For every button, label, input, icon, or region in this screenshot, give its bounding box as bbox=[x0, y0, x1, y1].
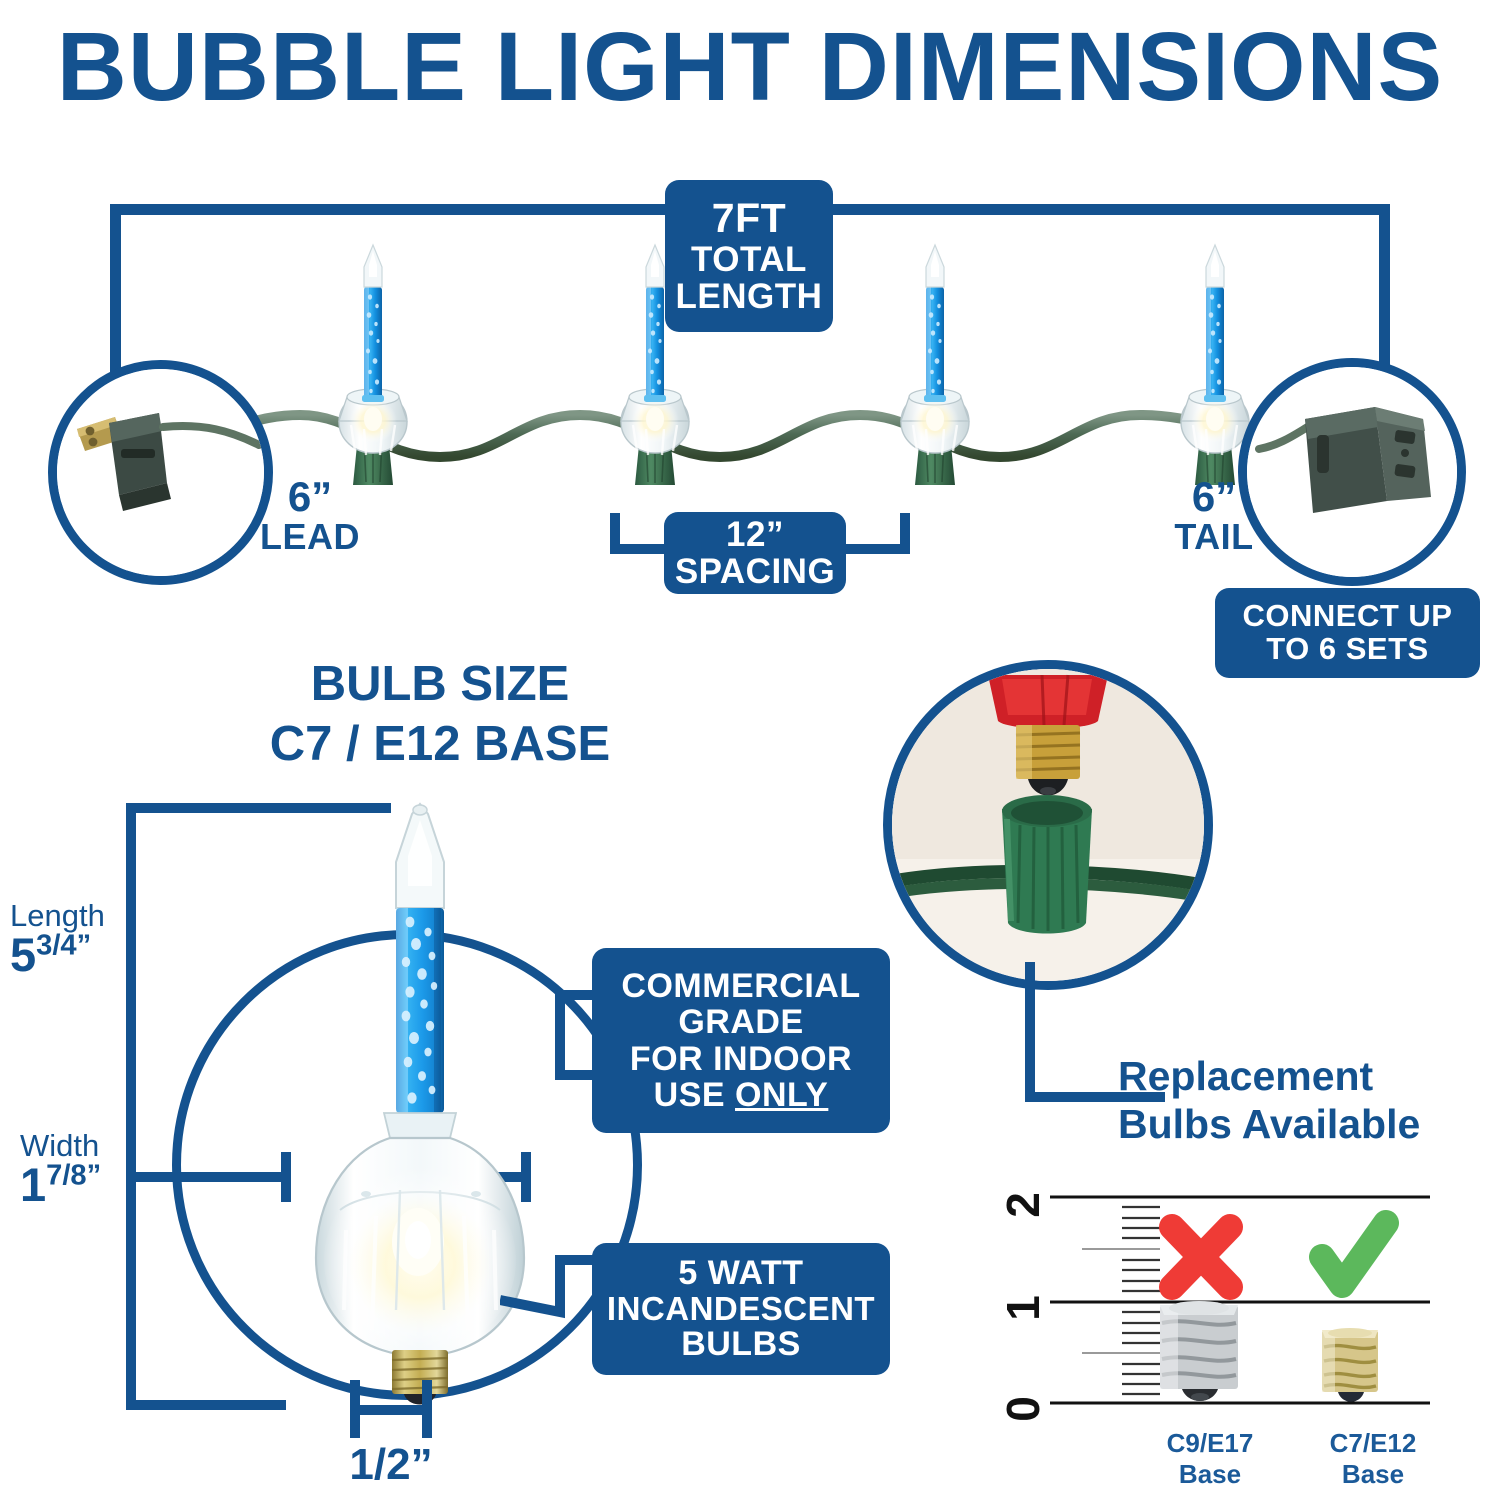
ruler-tick-0: 0 bbox=[997, 1396, 1049, 1422]
commercial-only-emphasis: ONLY bbox=[735, 1075, 829, 1114]
commercial-grade-badge: COMMERCIAL GRADE FOR INDOOR USE ONLY bbox=[592, 948, 890, 1133]
light-string-illustration bbox=[145, 243, 1305, 487]
base-width-label: 1/2” bbox=[349, 1440, 433, 1489]
spacing-bracket-right bbox=[830, 544, 910, 554]
c7-e12-base-image bbox=[1322, 1328, 1378, 1402]
connect-line2: TO 6 SETS bbox=[1266, 631, 1429, 666]
length-bracket-spine bbox=[126, 803, 136, 1410]
bulb-size-heading-line1: BULB SIZE bbox=[310, 657, 570, 711]
connect-line1: CONNECT UP bbox=[1242, 598, 1453, 634]
replacement-line1: Replacement bbox=[1118, 1053, 1374, 1099]
c9-e17-base-image bbox=[1160, 1301, 1238, 1401]
replacement-line2: Bulbs Available bbox=[1118, 1101, 1421, 1148]
base-comparison-diagram bbox=[1050, 1195, 1430, 1405]
c7-e12-caption-line1: C7/E12 bbox=[1329, 1428, 1417, 1458]
width-dimension-label: Width 17/8” bbox=[20, 1130, 140, 1208]
c7-e12-caption: C7/E12 Base bbox=[1283, 1428, 1463, 1490]
spacing-bracket-left bbox=[610, 544, 690, 554]
spacing-line2: SPACING bbox=[674, 552, 836, 591]
check-icon bbox=[1309, 1210, 1399, 1298]
c9-e17-caption-line2: Base bbox=[1178, 1459, 1242, 1490]
spacing-line1: 12” bbox=[726, 514, 784, 554]
watt-line3: BULBS bbox=[681, 1325, 801, 1364]
lead-plug-circle bbox=[48, 360, 273, 585]
total-length-bracket-left-leg bbox=[110, 204, 121, 419]
connect-sets-badge: CONNECT UP TO 6 SETS bbox=[1215, 588, 1480, 678]
socket-closeup-photo bbox=[892, 669, 1204, 981]
tail-label: 6” TAIL bbox=[1134, 473, 1294, 557]
c7-e12-caption-line2: Base bbox=[1341, 1459, 1405, 1490]
commercial-line3: FOR INDOOR bbox=[629, 1039, 853, 1078]
length-bracket-top-arm bbox=[126, 803, 391, 813]
replacement-leader-line bbox=[1025, 962, 1165, 1102]
c9-e17-caption-line1: C9/E17 bbox=[1166, 1428, 1254, 1458]
base-width-tick-right bbox=[422, 1380, 432, 1438]
commercial-line1: COMMERCIAL bbox=[621, 967, 861, 1006]
total-length-line1: 7FT bbox=[711, 195, 787, 242]
base-width-tick-left bbox=[350, 1380, 360, 1438]
width-label-text: Width bbox=[20, 1128, 100, 1163]
ruler-tick-2: 2 bbox=[997, 1192, 1049, 1218]
spacing-bracket-right-leg bbox=[900, 513, 910, 554]
watt-line1: 5 WATT bbox=[678, 1254, 804, 1293]
spacing-bracket-left-leg bbox=[610, 513, 620, 554]
cross-icon bbox=[1159, 1214, 1243, 1300]
width-value: 17/8” bbox=[20, 1158, 102, 1211]
tail-connector-circle bbox=[1238, 358, 1466, 586]
watt-line2: INCANDESCENT bbox=[606, 1289, 876, 1327]
total-length-line3: LENGTH bbox=[675, 276, 823, 316]
bulb-size-heading: BULB SIZE C7 / E12 BASE bbox=[170, 655, 710, 775]
watt-badge: 5 WATT INCANDESCENT BULBS bbox=[592, 1243, 890, 1375]
plug-photo bbox=[57, 369, 264, 576]
total-length-line2: TOTAL bbox=[691, 239, 807, 279]
length-bracket-bottom-arm bbox=[126, 1400, 286, 1410]
commercial-line2: GRADE bbox=[678, 1003, 804, 1042]
length-dimension-label: Length 53/4” bbox=[10, 900, 130, 978]
bulb-size-heading-line2: C7 / E12 BASE bbox=[269, 716, 611, 771]
commercial-line4: USE ONLY bbox=[653, 1075, 829, 1114]
lead-value: 6” bbox=[287, 473, 333, 520]
length-value: 53/4” bbox=[10, 928, 92, 981]
total-length-badge: 7FT TOTAL LENGTH bbox=[665, 180, 833, 332]
total-length-bracket-top-right bbox=[825, 204, 1390, 215]
tail-value: 6” bbox=[1191, 473, 1237, 520]
base-width-bracket-line bbox=[350, 1405, 432, 1415]
tail-connector-photo bbox=[1247, 367, 1457, 577]
lead-name: LEAD bbox=[260, 515, 360, 557]
length-label-text: Length bbox=[10, 898, 105, 933]
replacement-bulbs-heading: Replacement Bulbs Available bbox=[1118, 1052, 1478, 1149]
page-title: BUBBLE LIGHT DIMENSIONS bbox=[56, 12, 1444, 121]
c9-e17-caption: C9/E17 Base bbox=[1120, 1428, 1300, 1490]
tail-name: TAIL bbox=[1174, 515, 1254, 557]
spacing-badge: 12” SPACING bbox=[664, 512, 846, 594]
ruler-tick-1: 1 bbox=[997, 1295, 1049, 1321]
socket-closeup-circle bbox=[883, 660, 1213, 990]
lead-label: 6” LEAD bbox=[230, 473, 390, 557]
total-length-bracket-top-left bbox=[110, 204, 675, 215]
total-length-bracket-right-leg bbox=[1379, 204, 1390, 419]
